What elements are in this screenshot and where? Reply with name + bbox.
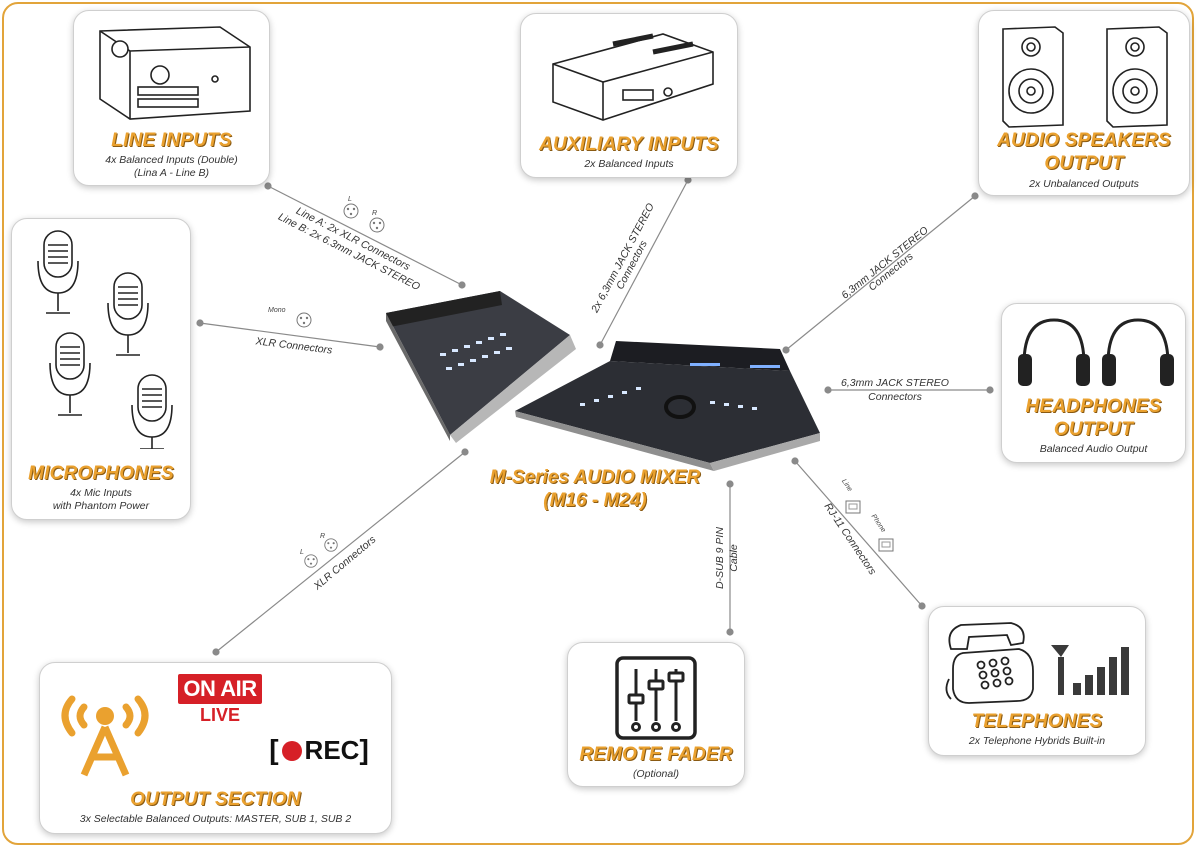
remote-fader-box: REMOTE FADER (Optional) bbox=[567, 642, 745, 787]
audio-speakers-box: AUDIO SPEAKERS OUTPUT 2x Unbalanced Outp… bbox=[978, 10, 1190, 196]
headphones-title1: HEADPHONES bbox=[1025, 396, 1162, 417]
mixer-title-line2: (M16 - M24) bbox=[543, 490, 647, 511]
rec-dot-icon bbox=[281, 741, 302, 761]
auxiliary-inputs-sub1: 2x Balanced Inputs bbox=[584, 158, 674, 170]
telephones-box: TELEPHONES 2x Telephone Hybrids Built-in bbox=[928, 606, 1146, 756]
cd-player-rack-icon bbox=[99, 26, 251, 120]
telephones-cable bbox=[794, 460, 923, 607]
remote-fader-sub1: (Optional) bbox=[632, 768, 680, 780]
output-section-sub1: 3x Selectable Balanced Outputs: MASTER, … bbox=[79, 813, 352, 825]
output-cable bbox=[215, 451, 466, 653]
xlr-connector-icon bbox=[369, 217, 385, 233]
signal-strength-icon bbox=[1051, 645, 1129, 695]
line-inputs-sub1: 4x Balanced Inputs (Double) bbox=[105, 154, 238, 166]
mixer-title: M-Series AUDIO MIXER (M16 - M24) bbox=[470, 466, 720, 512]
rj11-connector-icon bbox=[845, 500, 861, 514]
line-inputs-title: LINE INPUTS bbox=[111, 130, 232, 151]
headphones-icon bbox=[1018, 318, 1174, 386]
headphones-title2: OUTPUT bbox=[1053, 419, 1134, 440]
speakers-cable bbox=[785, 195, 976, 351]
rec-bracket-left: [ bbox=[269, 734, 279, 765]
telephone-icon bbox=[945, 622, 1034, 704]
headphones-sub1: Balanced Audio Output bbox=[1039, 443, 1148, 455]
xlr-connector-icon bbox=[304, 554, 318, 568]
microphones-sub1: 4x Mic Inputs bbox=[70, 487, 132, 499]
output-section-box: ON AIR LIVE [ REC] OUTPUT SECTION 3x Sele… bbox=[39, 662, 392, 834]
headphones-box: HEADPHONES OUTPUT Balanced Audio Output bbox=[1001, 303, 1186, 463]
live-label: LIVE bbox=[199, 705, 240, 725]
xlr-connector-icon bbox=[296, 312, 312, 328]
rec-label: REC bbox=[304, 735, 360, 765]
audio-speakers-title2: OUTPUT bbox=[1044, 153, 1124, 174]
telephones-title: TELEPHONES bbox=[971, 711, 1103, 732]
rec-bracket-right: ] bbox=[359, 734, 369, 765]
audio-mixer-image bbox=[386, 291, 820, 471]
aux-inputs-cable bbox=[599, 179, 689, 346]
microphones-icon bbox=[37, 230, 173, 449]
remote-fader-title: REMOTE FADER bbox=[579, 744, 733, 765]
audio-speakers-sub1: 2x Unbalanced Outputs bbox=[1029, 178, 1139, 190]
line-inputs-cable bbox=[267, 185, 463, 286]
label-headphones-1: 6,3mm JACK STEREO bbox=[841, 377, 949, 389]
audio-speakers-title1: AUDIO SPEAKERS bbox=[997, 130, 1171, 151]
xlr-connector-icon bbox=[343, 203, 359, 219]
label-dsub-1: D-SUB 9 PIN bbox=[714, 527, 726, 589]
label-out-l: L bbox=[300, 549, 304, 556]
microphones-cable bbox=[199, 322, 381, 348]
rec-indicator: [ REC] bbox=[264, 734, 374, 766]
label-dsub-2: Cable bbox=[728, 544, 740, 572]
auxiliary-inputs-box: AUXILIARY INPUTS 2x Balanced Inputs bbox=[520, 13, 738, 178]
label-headphones-2: Connectors bbox=[868, 391, 922, 403]
label-mono: Mono bbox=[268, 307, 286, 314]
rack-unit-icon bbox=[552, 33, 714, 121]
broadcast-antenna-icon bbox=[61, 695, 149, 777]
on-air-badge: ON AIR bbox=[178, 674, 262, 704]
output-section-title: OUTPUT SECTION bbox=[130, 789, 301, 810]
microphones-sub2: with Phantom Power bbox=[52, 500, 150, 512]
rj11-connector-icon bbox=[878, 538, 894, 552]
microphones-box: MICROPHONES 4x Mic Inputs with Phantom P… bbox=[11, 218, 191, 520]
microphones-title: MICROPHONES bbox=[28, 463, 174, 484]
telephones-sub1: 2x Telephone Hybrids Built-in bbox=[968, 735, 1106, 747]
line-inputs-sub2: (Lina A - Line B) bbox=[133, 167, 210, 179]
label-out-r: R bbox=[320, 533, 326, 540]
line-inputs-box: LINE INPUTS 4x Balanced Inputs (Double) … bbox=[73, 10, 270, 186]
speakers-icon bbox=[1002, 26, 1168, 128]
auxiliary-inputs-title: AUXILIARY INPUTS bbox=[539, 134, 719, 155]
label-xlr-r: R bbox=[372, 210, 378, 217]
label-xlr-l: L bbox=[348, 196, 352, 203]
fader-sliders-icon bbox=[615, 656, 697, 740]
xlr-connector-icon bbox=[324, 538, 338, 552]
mixer-title-line1: M-Series AUDIO MIXER bbox=[489, 467, 701, 488]
